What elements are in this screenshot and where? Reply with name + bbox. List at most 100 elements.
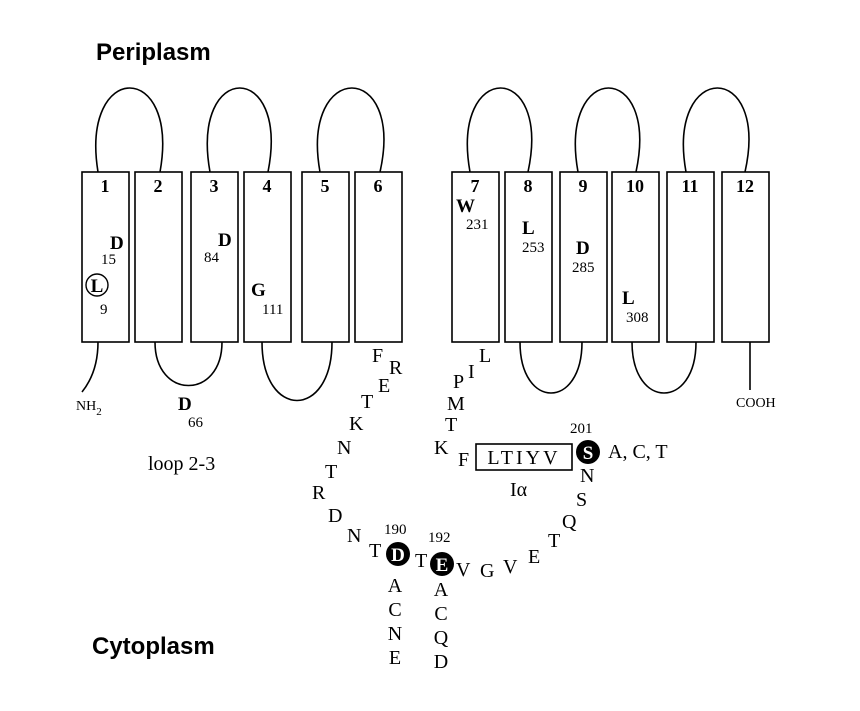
loop-residue: S bbox=[576, 489, 587, 511]
motif-sequence: LTIYV bbox=[487, 447, 560, 469]
helix-12: 12 bbox=[721, 171, 770, 343]
loop-residue: R bbox=[312, 482, 326, 504]
motif-name: Iα bbox=[510, 479, 528, 501]
motif-box bbox=[475, 443, 573, 471]
residue-g111-letter: G bbox=[251, 280, 266, 301]
loop-residue: K bbox=[349, 413, 364, 435]
helix-number: 11 bbox=[681, 176, 698, 196]
helix-number: 7 bbox=[471, 176, 480, 196]
loop-residue: T bbox=[361, 391, 373, 413]
helix-number: 12 bbox=[736, 176, 754, 196]
residue-s201-circle bbox=[576, 440, 600, 464]
residue-w231-number: 231 bbox=[466, 217, 489, 233]
cytoplasmic-loop-10-11 bbox=[631, 341, 697, 394]
periplasmic-loop-1-2 bbox=[95, 87, 164, 173]
residue-e192-letter: E bbox=[436, 555, 449, 576]
helix-number: 6 bbox=[374, 176, 383, 196]
substitution: C bbox=[388, 599, 401, 621]
loop-residue: N bbox=[337, 437, 351, 459]
residue-d190-circle bbox=[386, 542, 410, 566]
residue-e192-circle bbox=[430, 552, 454, 576]
residue-s201-substitutions: A, C, T bbox=[608, 441, 668, 463]
loop-residue: Q bbox=[562, 511, 577, 533]
loop-residue: N bbox=[347, 525, 361, 547]
residue-l308-number: 308 bbox=[626, 310, 649, 326]
n-terminus-label: NH2 bbox=[76, 399, 102, 418]
helix-number: 4 bbox=[263, 176, 272, 196]
loop-residue: E bbox=[528, 546, 540, 568]
periplasmic-loop-3-4 bbox=[206, 87, 272, 173]
residue-d285-number: 285 bbox=[572, 260, 595, 276]
loop-residue: L bbox=[479, 345, 491, 367]
substitution: A bbox=[388, 575, 403, 597]
helix-10: 10 bbox=[611, 171, 660, 343]
periplasmic-loop-11-12 bbox=[682, 87, 750, 173]
residue-l9-letter: L bbox=[91, 276, 104, 297]
residue-e192-substitutions: A C Q D bbox=[434, 579, 449, 673]
loop-residue: I bbox=[468, 361, 475, 383]
residue-d15-number: 15 bbox=[101, 252, 116, 268]
helix-9: 9 bbox=[559, 171, 608, 343]
substitution: A bbox=[434, 579, 449, 601]
helix-3: 3 bbox=[190, 171, 239, 343]
periplasmic-loop-7-8 bbox=[466, 87, 533, 173]
central-loop-bottom-strand: T V G V E T Q S N bbox=[415, 465, 594, 582]
helix-2: 2 bbox=[134, 171, 183, 343]
loop-2-3-label: loop 2-3 bbox=[148, 453, 215, 475]
cytoplasmic-loop-8-9 bbox=[519, 341, 583, 394]
loop-residue: M bbox=[447, 393, 465, 415]
residue-d285-letter: D bbox=[576, 238, 590, 259]
helix-11: 11 bbox=[666, 171, 715, 343]
substitution: E bbox=[389, 647, 401, 669]
residue-s201-letter: S bbox=[583, 443, 594, 464]
substitution: Q bbox=[434, 627, 449, 649]
helix-7: 7 bbox=[451, 171, 500, 343]
loop-residue: D bbox=[328, 505, 342, 527]
residue-d190-substitutions: A C N E bbox=[388, 575, 403, 669]
helix-number: 3 bbox=[210, 176, 219, 196]
loop-residue: F bbox=[372, 345, 383, 367]
residue-d190-number: 190 bbox=[384, 522, 407, 538]
substitution: D bbox=[434, 651, 448, 673]
periplasmic-loop-5-6 bbox=[316, 87, 385, 173]
periplasmic-loop-9-10 bbox=[574, 87, 641, 173]
c-terminus-label: COOH bbox=[736, 396, 776, 411]
cytoplasm-label: Cytoplasm bbox=[92, 633, 215, 660]
loop-residue: G bbox=[480, 560, 494, 582]
residue-d15-letter: D bbox=[110, 233, 124, 254]
loop-residue: T bbox=[548, 530, 560, 552]
helix-8: 8 bbox=[504, 171, 553, 343]
loop-residue: T bbox=[415, 550, 427, 572]
residue-l253-letter: L bbox=[522, 218, 535, 239]
residue-s201-number: 201 bbox=[570, 421, 593, 437]
loop-residue: T bbox=[369, 540, 381, 562]
helix-number: 9 bbox=[579, 176, 588, 196]
helix-4: 4 bbox=[243, 171, 292, 343]
loop-residue: E bbox=[378, 375, 390, 397]
substitution: C bbox=[434, 603, 447, 625]
residue-e192-number: 192 bbox=[428, 530, 451, 546]
loop-residue: T bbox=[445, 414, 457, 436]
residue-l253-number: 253 bbox=[522, 240, 545, 256]
loop-residue: V bbox=[503, 556, 518, 578]
substitution: N bbox=[388, 623, 402, 645]
residue-g111-number: 111 bbox=[262, 302, 283, 318]
helix-1: 1 bbox=[81, 171, 130, 343]
residue-d84-number: 84 bbox=[204, 250, 220, 266]
loop-residue: P bbox=[453, 371, 464, 393]
loop-residue: N bbox=[580, 465, 594, 487]
residue-d66-letter: D bbox=[178, 394, 192, 415]
loop-residue: V bbox=[456, 559, 471, 581]
central-loop-left-strand: F R E T K N T R D N T bbox=[312, 345, 403, 562]
residue-d66-number: 66 bbox=[188, 415, 204, 431]
loop-residue: T bbox=[325, 461, 337, 483]
loop-residue: R bbox=[389, 357, 403, 379]
periplasm-label: Periplasm bbox=[96, 39, 211, 66]
residue-l9-number: 9 bbox=[100, 302, 108, 318]
cytoplasmic-loop-2-3 bbox=[154, 341, 223, 387]
n-terminal-tail bbox=[81, 341, 99, 393]
helix-number: 2 bbox=[154, 176, 163, 196]
loop-residue: K bbox=[434, 437, 449, 459]
residue-w231-letter: W bbox=[456, 196, 475, 217]
